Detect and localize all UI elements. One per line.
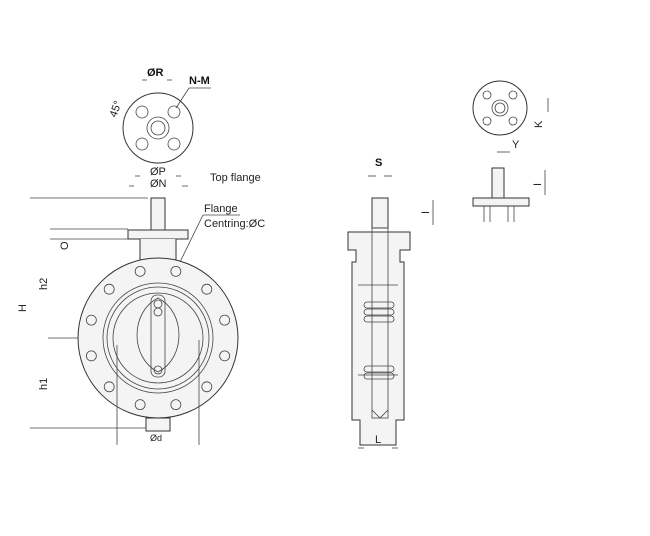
label-L: L	[375, 434, 381, 446]
label-dia-d: Ød	[150, 433, 162, 443]
label-I-side: I	[420, 211, 432, 214]
label-h2: h2	[38, 278, 50, 290]
label-n-m: N-M	[189, 75, 210, 87]
label-top-flange: Top flange	[210, 172, 261, 184]
label-H: H	[17, 304, 29, 312]
label-dia-r: ØR	[147, 67, 164, 79]
label-I-small: I	[532, 183, 544, 186]
label-flange: Flange	[204, 203, 238, 215]
bolt-hole	[103, 283, 115, 295]
bolt-hole	[201, 381, 213, 393]
label-centring: Centring:ØC	[204, 218, 265, 230]
label-S: S	[375, 157, 382, 169]
bolt-hole	[219, 350, 231, 362]
bolt-hole	[85, 350, 97, 362]
bolt-hole	[85, 314, 97, 326]
label-Y: Y	[512, 139, 520, 151]
side-view: S I L	[347, 157, 434, 449]
bolt-hole	[134, 399, 146, 411]
bolt-hole	[201, 283, 213, 295]
bolt-hole	[134, 265, 146, 277]
stem-detail-view: K Y I	[472, 80, 549, 222]
bolt-hole	[219, 314, 231, 326]
bolt-hole	[103, 381, 115, 393]
label-K: K	[533, 120, 545, 128]
label-h1: h1	[38, 378, 50, 390]
label-O: O	[59, 241, 71, 250]
label-angle: 45°	[108, 99, 125, 119]
label-dia-n: ØN	[150, 178, 167, 190]
bolt-hole	[170, 399, 182, 411]
bolt-hole	[170, 265, 182, 277]
label-dia-p: ØP	[150, 166, 166, 178]
front-view: H h2 h1 O Ød Flange Centring:ØC	[17, 197, 265, 445]
top-flange-view: ØR N-M 45° ØP ØN Top flange	[108, 67, 261, 190]
